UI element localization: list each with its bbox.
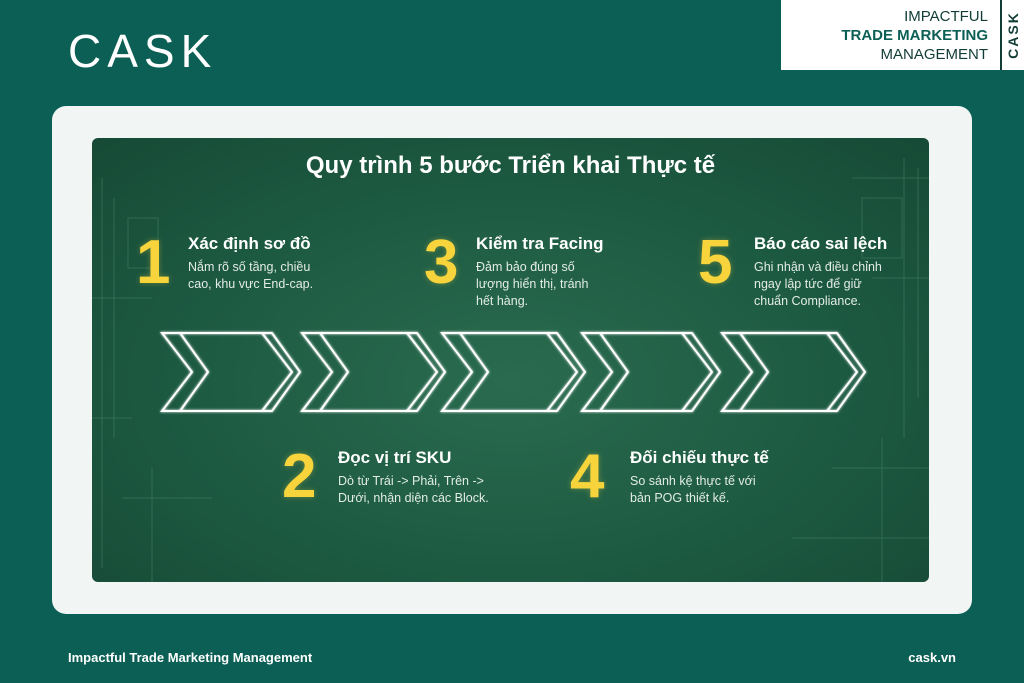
badge-text: IMPACTFUL TRADE MARKETING MANAGEMENT: [781, 0, 1000, 70]
step-5: 5 Báo cáo sai lệch Ghi nhận và điều chỉn…: [698, 232, 887, 310]
cask-logo: CASK: [68, 25, 218, 77]
step-title: Đối chiếu thực tế: [630, 448, 769, 467]
infographic-board: Quy trình 5 bước Triển khai Thực tế 1 Xá…: [92, 138, 929, 582]
step-description: So sánh kệ thực tế với bản POG thiết kế.: [630, 474, 756, 505]
badge-side: CASK: [1000, 0, 1024, 70]
step-2: 2 Đọc vị trí SKU Dò từ Trái -> Phải, Trê…: [282, 446, 489, 508]
step-number: 3: [424, 228, 459, 297]
footer-tagline: Impactful Trade Marketing Management: [68, 650, 313, 665]
step-number: 1: [136, 228, 171, 297]
step-number: 2: [282, 442, 317, 511]
impactful-badge: IMPACTFUL TRADE MARKETING MANAGEMENT CAS…: [781, 0, 1024, 70]
badge-line-3: MANAGEMENT: [880, 45, 988, 63]
board-graphics: [92, 158, 929, 582]
badge-line-2: TRADE MARKETING: [841, 26, 988, 44]
step-description: Đảm bảo đúng số lượng hiển thị, tránh hế…: [476, 260, 589, 308]
step-title: Báo cáo sai lệch: [754, 234, 888, 253]
badge-side-label: CASK: [1005, 11, 1022, 59]
step-title: Xác định sơ đồ: [188, 234, 311, 253]
step-description: Ghi nhận và điều chỉnh ngay lập tức để g…: [754, 260, 882, 308]
blueprint-lines: [92, 158, 929, 582]
step-4: 4 Đối chiếu thực tế So sánh kệ thực tế v…: [570, 446, 769, 508]
step-number: 4: [570, 442, 605, 511]
step-3: 3 Kiểm tra Facing Đảm bảo đúng số lượng …: [424, 232, 604, 310]
step-description: Nắm rõ số tầng, chiều cao, khu vực End-c…: [188, 260, 314, 291]
step-number: 5: [698, 228, 733, 297]
step-title: Kiểm tra Facing: [476, 234, 604, 253]
step-description: Dò từ Trái -> Phải, Trên -> Dưới, nhận d…: [338, 474, 489, 505]
step-1: 1 Xác định sơ đồ Nắm rõ số tầng, chiều c…: [136, 232, 313, 294]
infographic-title: Quy trình 5 bước Triển khai Thực tế: [305, 152, 716, 179]
footer-website-link[interactable]: cask.vn: [908, 650, 956, 665]
badge-line-1: IMPACTFUL: [904, 7, 988, 25]
step-title: Đọc vị trí SKU: [338, 448, 452, 467]
